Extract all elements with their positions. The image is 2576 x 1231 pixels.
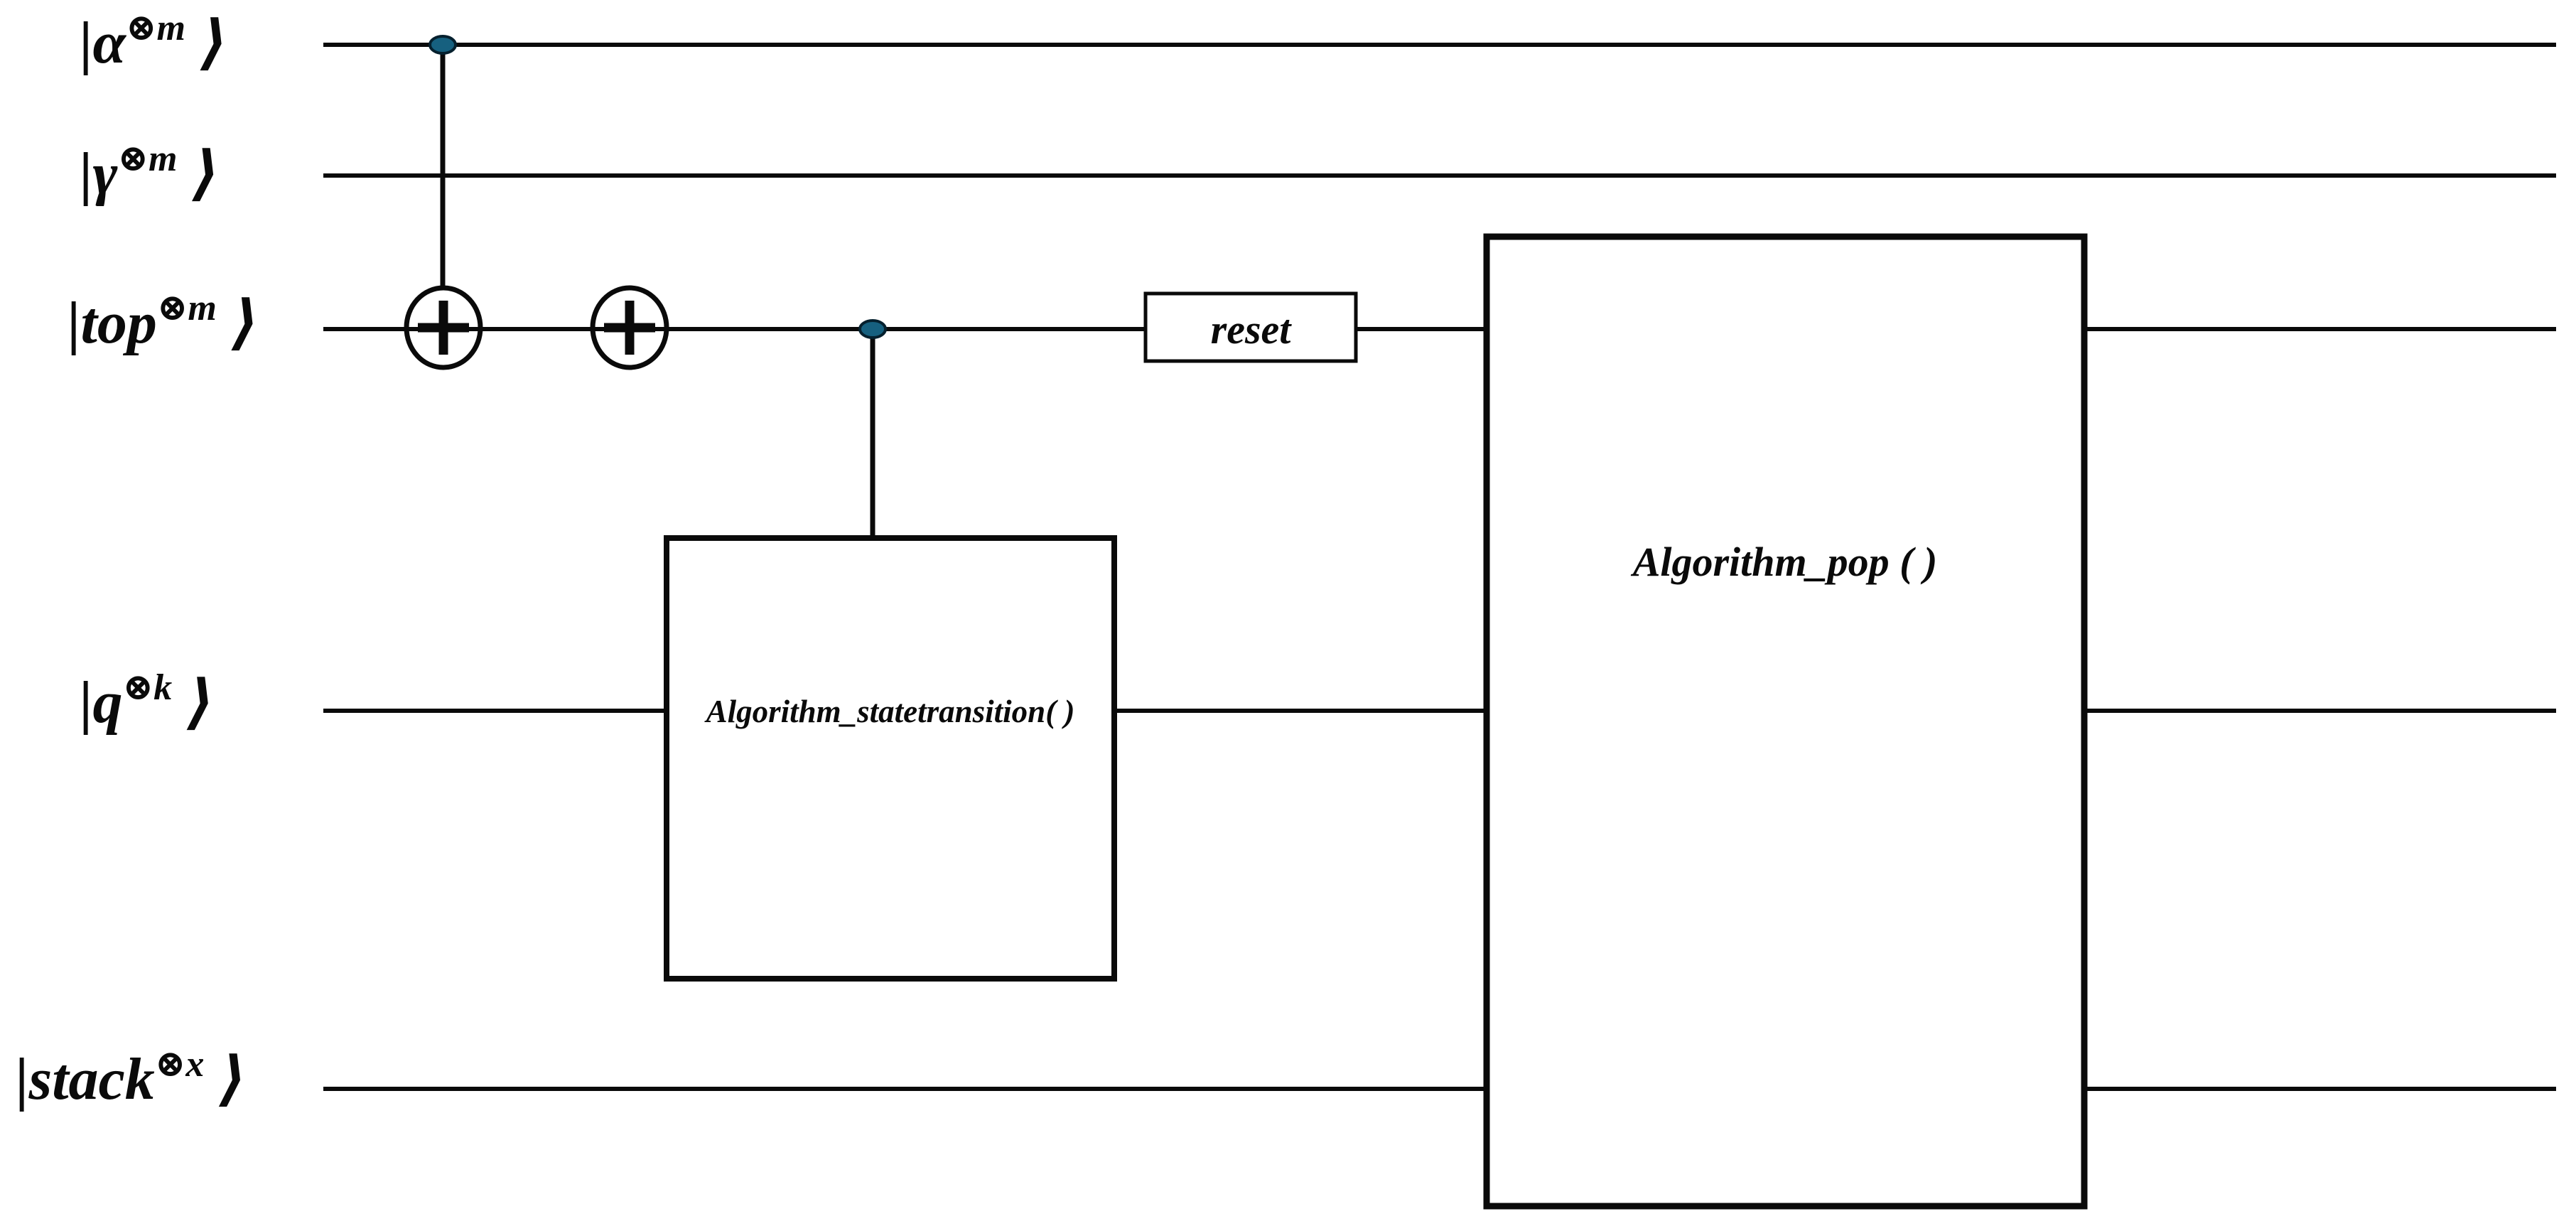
cnot-target-icon — [404, 285, 483, 370]
ket-superscript: ⊗k — [123, 667, 173, 708]
wire-label-stack: |stack⊗x ⟩ — [16, 1044, 247, 1112]
ket-close: ⟩ — [172, 670, 214, 736]
statetransition-gate: Algorithm_statetransition( ) — [664, 319, 1117, 982]
oplus-circle — [404, 285, 483, 370]
pop-label: Algorithm_pop ( ) — [1631, 539, 1938, 585]
ket-main: |top — [68, 290, 157, 356]
pop-gate: Algorithm_pop ( ) — [1483, 233, 2088, 1210]
ket-close: ⟩ — [217, 290, 259, 356]
ket-main: |γ — [80, 141, 117, 207]
reset-label: reset — [1211, 306, 1293, 353]
wire-label-alpha: |α⊗m ⟩ — [80, 8, 227, 76]
ket-main: |stack — [16, 1046, 155, 1112]
reset-gate: reset — [1143, 291, 1358, 363]
cnot-gate — [404, 35, 483, 370]
statetransition-label: Algorithm_statetransition( ) — [704, 694, 1075, 729]
ket-superscript: ⊗m — [157, 288, 217, 328]
x-gate-icon — [590, 285, 669, 370]
ket-main: |q — [80, 670, 123, 736]
pop-box — [1483, 233, 2088, 1210]
ket-close: ⟩ — [185, 10, 227, 76]
statetransition-box — [664, 535, 1117, 982]
wire-label-top: |top⊗m ⟩ — [68, 288, 259, 356]
ket-superscript: ⊗x — [155, 1044, 205, 1085]
ket-close: ⟩ — [177, 141, 219, 207]
wire-label-q: |q⊗k ⟩ — [80, 667, 214, 736]
ket-close: ⟩ — [204, 1046, 246, 1112]
oplus-circle — [590, 285, 669, 370]
ket-main: |α — [80, 10, 126, 76]
ket-superscript: ⊗m — [117, 139, 177, 179]
control-dot-icon — [858, 319, 887, 339]
reset-box — [1143, 291, 1358, 363]
ket-superscript: ⊗m — [126, 8, 185, 48]
wire-label-gamma: |γ⊗m ⟩ — [80, 139, 220, 207]
control-dot-icon — [429, 35, 457, 55]
